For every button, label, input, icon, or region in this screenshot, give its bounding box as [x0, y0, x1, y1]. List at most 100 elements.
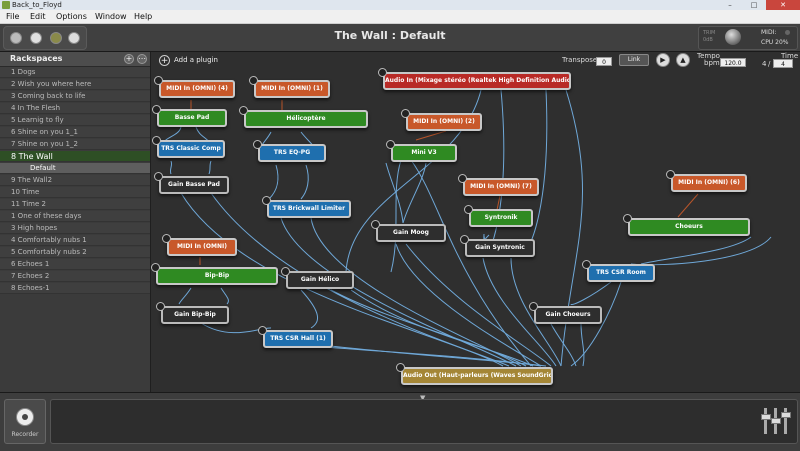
gain-choeurs-node[interactable]: Gain Choeurs — [534, 306, 602, 324]
sidebar-item-active[interactable]: 8 The Wall — [0, 151, 150, 162]
plugin-pin-icon[interactable] — [623, 214, 632, 223]
bpm-input[interactable]: 120.0 — [720, 58, 746, 67]
rackspace-view-icon[interactable] — [10, 32, 22, 44]
trs-classic-comp-node[interactable]: TRS Classic Comp — [157, 140, 225, 158]
sidebar-item[interactable]: 5 Learnig to fly — [0, 115, 150, 126]
menu-window[interactable]: Window — [95, 12, 127, 21]
plugin-pin-icon[interactable] — [154, 172, 163, 181]
tuner-icon[interactable] — [68, 32, 80, 44]
trs-csr-room-node[interactable]: TRS CSR Room — [587, 264, 655, 282]
sidebar-menu-icon[interactable]: ⋯ — [137, 54, 147, 64]
minimize-icon[interactable]: – — [728, 1, 732, 9]
sidebar-item[interactable]: 1 Dogs — [0, 67, 150, 78]
gain-bip-bip-node[interactable]: Gain Bip-Bip — [161, 306, 229, 324]
sidebar-item[interactable]: 4 Comfortably nubs 1 — [0, 235, 150, 246]
plugin-pin-icon[interactable] — [253, 140, 262, 149]
midi-in-node-bip[interactable]: MIDI In (OMNI) — [167, 238, 237, 256]
trs-csr-hall-node[interactable]: TRS CSR Hall (1) — [263, 330, 333, 348]
menu-help[interactable]: Help — [134, 12, 153, 21]
plugin-pin-icon[interactable] — [154, 76, 163, 85]
midi-in-node-4[interactable]: MIDI In (OMNI) (4) — [159, 80, 235, 98]
helicoptere-node[interactable]: Hélicoptère — [244, 110, 368, 128]
plugin-pin-icon[interactable] — [582, 260, 591, 269]
bip-bip-node[interactable]: Bip-Bip — [156, 267, 278, 285]
plugin-pin-icon[interactable] — [249, 76, 258, 85]
sidebar-subitem-selected[interactable]: Default — [0, 163, 150, 174]
midi-in-node-1[interactable]: MIDI In (OMNI) (1) — [254, 80, 330, 98]
plugin-pin-icon[interactable] — [262, 196, 271, 205]
time-signature-denominator[interactable]: 4 — [773, 59, 793, 68]
fader-handle[interactable] — [761, 414, 771, 420]
trs-eq-pg-node[interactable]: TRS EQ-PG — [258, 144, 326, 162]
menu-edit[interactable]: Edit — [30, 12, 46, 21]
plugin-pin-icon[interactable] — [666, 170, 675, 179]
sidebar-item[interactable]: 3 High hopes — [0, 223, 150, 234]
midi-in-node-6[interactable]: MIDI In (OMNI) (6) — [671, 174, 747, 192]
add-rackspace-icon[interactable]: + — [124, 54, 134, 64]
fader-handle[interactable] — [771, 418, 781, 424]
gain-basse-pad-node[interactable]: Gain Basse Pad — [159, 176, 229, 194]
gain-syntronic-node[interactable]: Gain Syntronic — [465, 239, 535, 257]
plugin-pin-icon[interactable] — [396, 363, 405, 372]
plugin-pin-icon[interactable] — [460, 235, 469, 244]
sidebar-item[interactable]: 9 The Wall2 — [0, 175, 150, 186]
setlist-view-icon[interactable] — [50, 32, 62, 44]
plugin-pin-icon[interactable] — [458, 174, 467, 183]
plugin-pin-icon[interactable] — [156, 302, 165, 311]
play-icon[interactable]: ▶ — [656, 53, 670, 67]
wiring-view-icon[interactable] — [30, 32, 42, 44]
sidebar-item[interactable]: 1 One of these days — [0, 211, 150, 222]
fader-handle[interactable] — [781, 412, 791, 418]
midi-in-node-2[interactable]: MIDI In (OMNI) (2) — [406, 113, 482, 131]
gain-moog-node[interactable]: Gain Moog — [376, 224, 446, 242]
plugin-pin-icon[interactable] — [281, 267, 290, 276]
metronome-icon[interactable]: ▲ — [676, 53, 690, 67]
transpose-input[interactable]: 0 — [596, 57, 612, 66]
plugin-pin-icon[interactable] — [151, 263, 160, 272]
plugin-pin-icon[interactable] — [162, 234, 171, 243]
audio-wire — [280, 217, 517, 367]
expand-arrow-icon[interactable]: ▼ — [420, 394, 426, 402]
sidebar-item[interactable]: 6 Shine on you 1_1 — [0, 127, 150, 138]
audio-out-node[interactable]: Audio Out (Haut-parleurs (Waves SoundGri… — [401, 367, 553, 385]
plugin-pin-icon[interactable] — [152, 105, 161, 114]
volume-knob-icon[interactable] — [725, 29, 741, 45]
menu-file[interactable]: File — [6, 12, 20, 21]
sidebar-item[interactable]: 6 Echoes 1 — [0, 259, 150, 270]
plugin-pin-icon[interactable] — [529, 302, 538, 311]
sidebar-item[interactable]: 7 Echoes 2 — [0, 271, 150, 282]
wiring-canvas[interactable]: +Add a plugin Transpose 0 Link ▶ ▲ Tempo… — [151, 52, 800, 392]
sidebar-item[interactable]: 7 Shine on you 1_2 — [0, 139, 150, 150]
mini-v3-node[interactable]: Mini V3 — [391, 144, 457, 162]
plugin-pin-icon[interactable] — [401, 109, 410, 118]
sidebar-item[interactable]: 2 Wish you where here — [0, 79, 150, 90]
sidebar-item[interactable]: 4 In The Flesh — [0, 103, 150, 114]
syntronik-node[interactable]: Syntronik — [469, 209, 533, 227]
plugin-pin-icon[interactable] — [378, 68, 387, 77]
gain-helico-node[interactable]: Gain Hélico — [286, 271, 354, 289]
maximize-icon[interactable]: □ — [750, 1, 758, 9]
sidebar-item[interactable]: 10 Time — [0, 187, 150, 198]
audio-wire — [570, 281, 612, 306]
widget-panel[interactable] — [50, 399, 798, 444]
add-plugin-button[interactable]: +Add a plugin — [159, 54, 218, 66]
sidebar-item[interactable]: 3 Coming back to life — [0, 91, 150, 102]
link-button[interactable]: Link — [619, 54, 649, 66]
plugin-pin-icon[interactable] — [239, 106, 248, 115]
close-icon[interactable]: ✕ — [766, 0, 800, 10]
choeurs-node[interactable]: Choeurs — [628, 218, 750, 236]
trs-brickwall-limiter-node[interactable]: TRS Brickwall Limiter — [267, 200, 351, 218]
recorder-button[interactable]: Recorder — [4, 399, 46, 444]
plugin-pin-icon[interactable] — [152, 136, 161, 145]
basse-pad-node[interactable]: Basse Pad — [157, 109, 227, 127]
plugin-pin-icon[interactable] — [371, 220, 380, 229]
sidebar-item[interactable]: 8 Echoes-1 — [0, 283, 150, 294]
plugin-pin-icon[interactable] — [386, 140, 395, 149]
audio-in-node[interactable]: Audio In (Mixage stéréo (Realtek High De… — [383, 72, 571, 90]
sidebar-item[interactable]: 5 Comfortably nubs 2 — [0, 247, 150, 258]
menu-options[interactable]: Options — [56, 12, 87, 21]
sidebar-item[interactable]: 11 Time 2 — [0, 199, 150, 210]
plugin-pin-icon[interactable] — [258, 326, 267, 335]
midi-in-node-7[interactable]: MIDI In (OMNI) (7) — [463, 178, 539, 196]
plugin-pin-icon[interactable] — [464, 205, 473, 214]
